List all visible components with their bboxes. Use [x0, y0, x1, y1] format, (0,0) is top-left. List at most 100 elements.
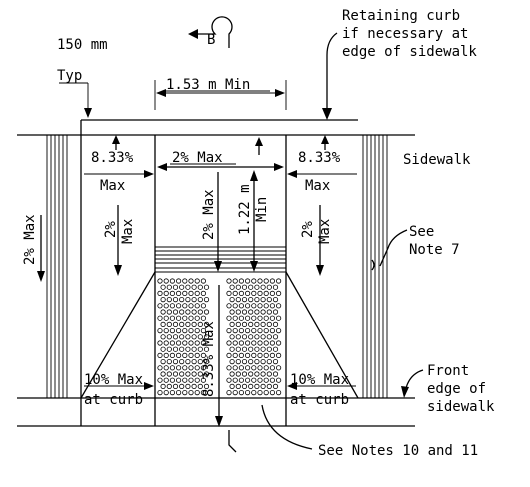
warning-dot: [185, 296, 191, 303]
warning-dot: [232, 377, 238, 383]
retaining-curb-text-1: Retaining curb: [342, 8, 460, 24]
warning-dot: [172, 371, 179, 377]
landing-edge-hatching: [155, 246, 286, 273]
warning-dot: [235, 296, 241, 303]
warning-dot: [157, 315, 163, 321]
warning-dot: [260, 334, 266, 340]
warning-dot: [272, 284, 279, 290]
warning-dot: [157, 290, 163, 296]
warning-dot: [263, 315, 269, 321]
warning-dot: [197, 321, 203, 327]
warning-dot: [157, 377, 163, 383]
warning-dot: [269, 315, 275, 321]
warning-dot: [200, 352, 206, 358]
left-flare-slope-max: Max: [100, 178, 125, 194]
warning-dot: [203, 296, 210, 303]
warning-dot: [238, 290, 244, 296]
warning-dot: [229, 334, 235, 340]
warning-dot: [169, 303, 175, 309]
warning-dot: [229, 284, 235, 290]
warning-dot: [269, 377, 275, 383]
left-hatching: [46, 135, 68, 398]
warning-dot: [275, 389, 282, 396]
warning-dot: [238, 278, 244, 284]
sidewalk-outline: [17, 119, 415, 427]
warning-dot: [200, 340, 206, 346]
warning-dot: [179, 346, 185, 352]
warning-dot: [238, 389, 244, 396]
warning-dot: [179, 358, 185, 365]
front-edge-text-1: Front: [427, 363, 469, 379]
warning-dot: [179, 296, 185, 303]
warning-dot: [257, 365, 263, 371]
warning-dot: [185, 334, 191, 340]
warning-dot: [179, 383, 185, 389]
warning-dot: [203, 383, 210, 389]
warning-dot: [251, 377, 257, 383]
warning-dot: [229, 296, 235, 303]
warning-dot: [260, 383, 266, 389]
warning-dot: [176, 327, 182, 334]
warning-dot: [166, 358, 172, 365]
warning-dot: [241, 321, 248, 327]
warning-dot: [200, 327, 206, 334]
warning-dot: [272, 334, 279, 340]
warning-dot: [272, 309, 279, 315]
warning-dot: [197, 284, 203, 290]
warning-dot: [269, 327, 275, 334]
warning-dot: [188, 352, 194, 358]
right-flare-cross-slope-max: Max: [317, 219, 333, 244]
warning-dot: [241, 358, 248, 365]
landing-length: 1.22 m: [237, 184, 253, 235]
warning-dot: [269, 290, 275, 296]
warning-dot: [248, 284, 254, 290]
warning-dot: [235, 346, 241, 352]
warning-dot: [166, 284, 172, 290]
warning-dot: [266, 358, 272, 365]
warning-dot: [241, 284, 248, 290]
warning-dot: [245, 365, 251, 371]
warning-dot: [191, 309, 197, 315]
warning-dot: [163, 278, 169, 284]
right-flare-slope: 8.33% Max: [287, 135, 357, 194]
warning-dot: [263, 303, 269, 309]
warning-dot: [241, 334, 248, 340]
warning-dot: [200, 365, 206, 371]
warning-dot: [254, 309, 260, 315]
warning-dot: [169, 365, 175, 371]
notes-callout: See Notes 10 and 11: [261, 404, 478, 459]
warning-dot: [248, 371, 254, 377]
warning-dot: [238, 303, 244, 309]
warning-dot: [182, 377, 188, 383]
right-flare-cross-slope: 2% Max: [300, 205, 333, 276]
warning-dot: [182, 315, 188, 321]
warning-dot: [251, 365, 257, 371]
warning-dot: [191, 358, 197, 365]
min-width-text: 1.53 m Min: [166, 77, 250, 93]
warning-dot: [203, 321, 210, 327]
warning-dot: [251, 352, 257, 358]
warning-dot: [235, 334, 241, 340]
warning-dot: [166, 346, 172, 352]
warning-dot: [245, 290, 251, 296]
warning-dot: [191, 296, 197, 303]
warning-dot: [254, 284, 260, 290]
warning-dot: [263, 389, 269, 396]
warning-dot: [166, 321, 172, 327]
typ-text-2: Typ: [57, 68, 82, 84]
warning-dot: [182, 290, 188, 296]
warning-dot: [266, 284, 272, 290]
warning-dot: [169, 290, 175, 296]
warning-dot: [257, 303, 263, 309]
warning-dot: [229, 309, 235, 315]
warning-dot: [272, 321, 279, 327]
warning-dot: [226, 340, 232, 346]
warning-dot: [248, 321, 254, 327]
warning-dot: [182, 340, 188, 346]
warning-dot: [251, 278, 257, 284]
note7-callout: See Note 7: [371, 224, 460, 271]
warning-dot: [272, 296, 279, 303]
warning-dot: [266, 371, 272, 377]
warning-dot: [200, 278, 206, 284]
warning-dot: [185, 284, 191, 290]
